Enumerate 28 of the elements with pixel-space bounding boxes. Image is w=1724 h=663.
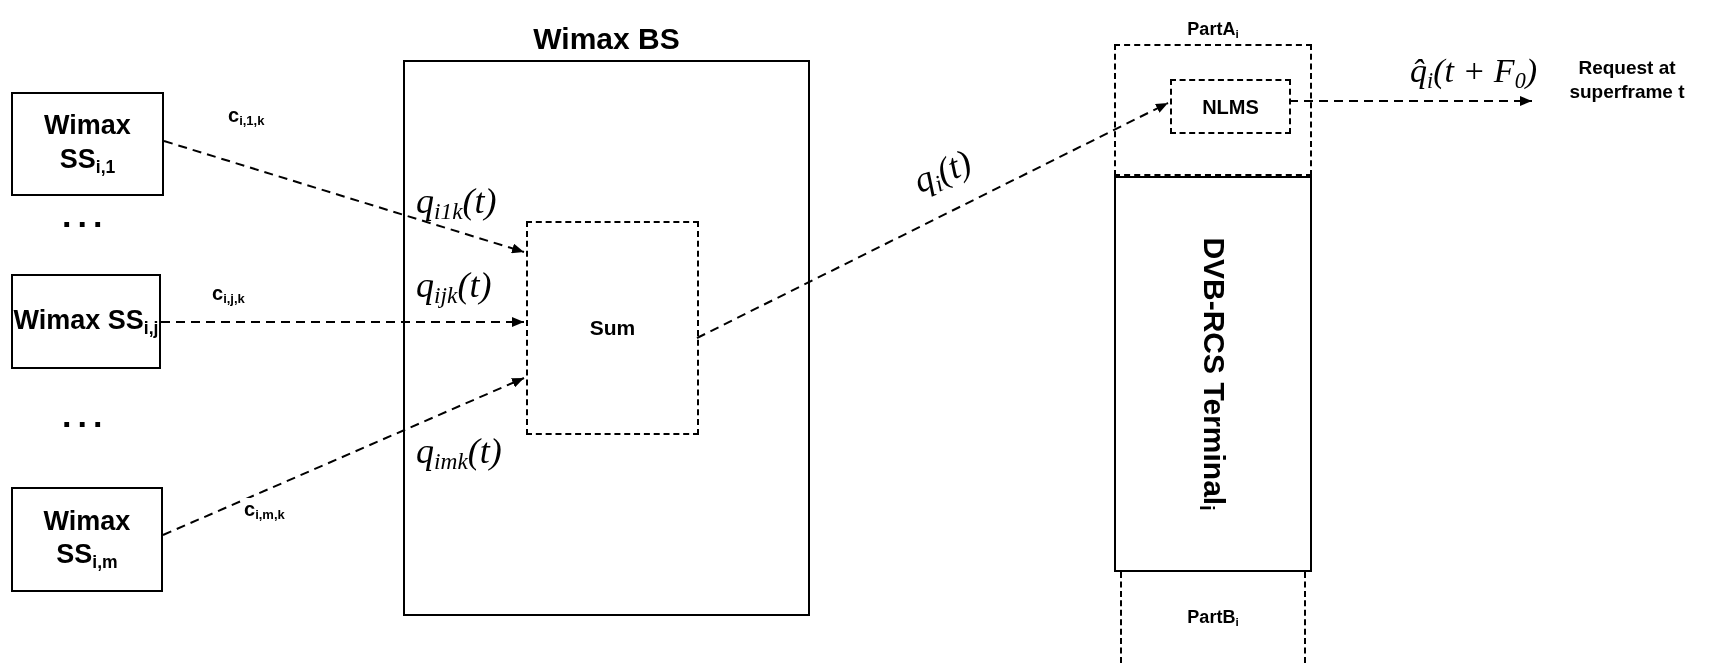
node-label: Request at superframe t: [1568, 56, 1686, 104]
arrow: [160, 317, 525, 327]
edge-label: c$_{i,m,k}$: [244, 498, 285, 523]
signal-label: q$_{imk}$(t): [416, 430, 502, 475]
signal-label: q$_{i1k}$(t): [416, 180, 497, 225]
process-box: [526, 221, 699, 435]
edge-label: q̂$_{i}$(t + F$_{0}$): [1410, 52, 1537, 93]
terminal-box: [1114, 176, 1312, 572]
ellipsis-label: ...: [62, 396, 109, 435]
heading: PartA$_{i}$: [1186, 19, 1240, 40]
node-label: Wimax SS$_{i,m}$: [42, 505, 132, 574]
station-box: [11, 487, 163, 592]
arrow: [162, 377, 525, 536]
station-box: [11, 92, 164, 196]
arrow: [163, 140, 525, 254]
node-label: NLMS: [1201, 94, 1260, 119]
signal-label: q$_{ijk}$(t): [416, 264, 492, 309]
node-label: Wimax SS$_{i,j}$: [13, 303, 159, 340]
process-box: [1170, 79, 1291, 134]
node-label: Wimax SS$_{i,1}$: [43, 109, 132, 179]
heading: Wimax BS: [532, 22, 681, 56]
node-label: Sum: [588, 314, 637, 341]
part-box: [1120, 572, 1306, 663]
arrow: [1288, 96, 1533, 106]
ellipsis-label: ...: [62, 196, 109, 235]
arrow: [696, 102, 1169, 339]
node-label: PartB$_{i}$: [1186, 605, 1240, 630]
station-box: [11, 274, 161, 369]
